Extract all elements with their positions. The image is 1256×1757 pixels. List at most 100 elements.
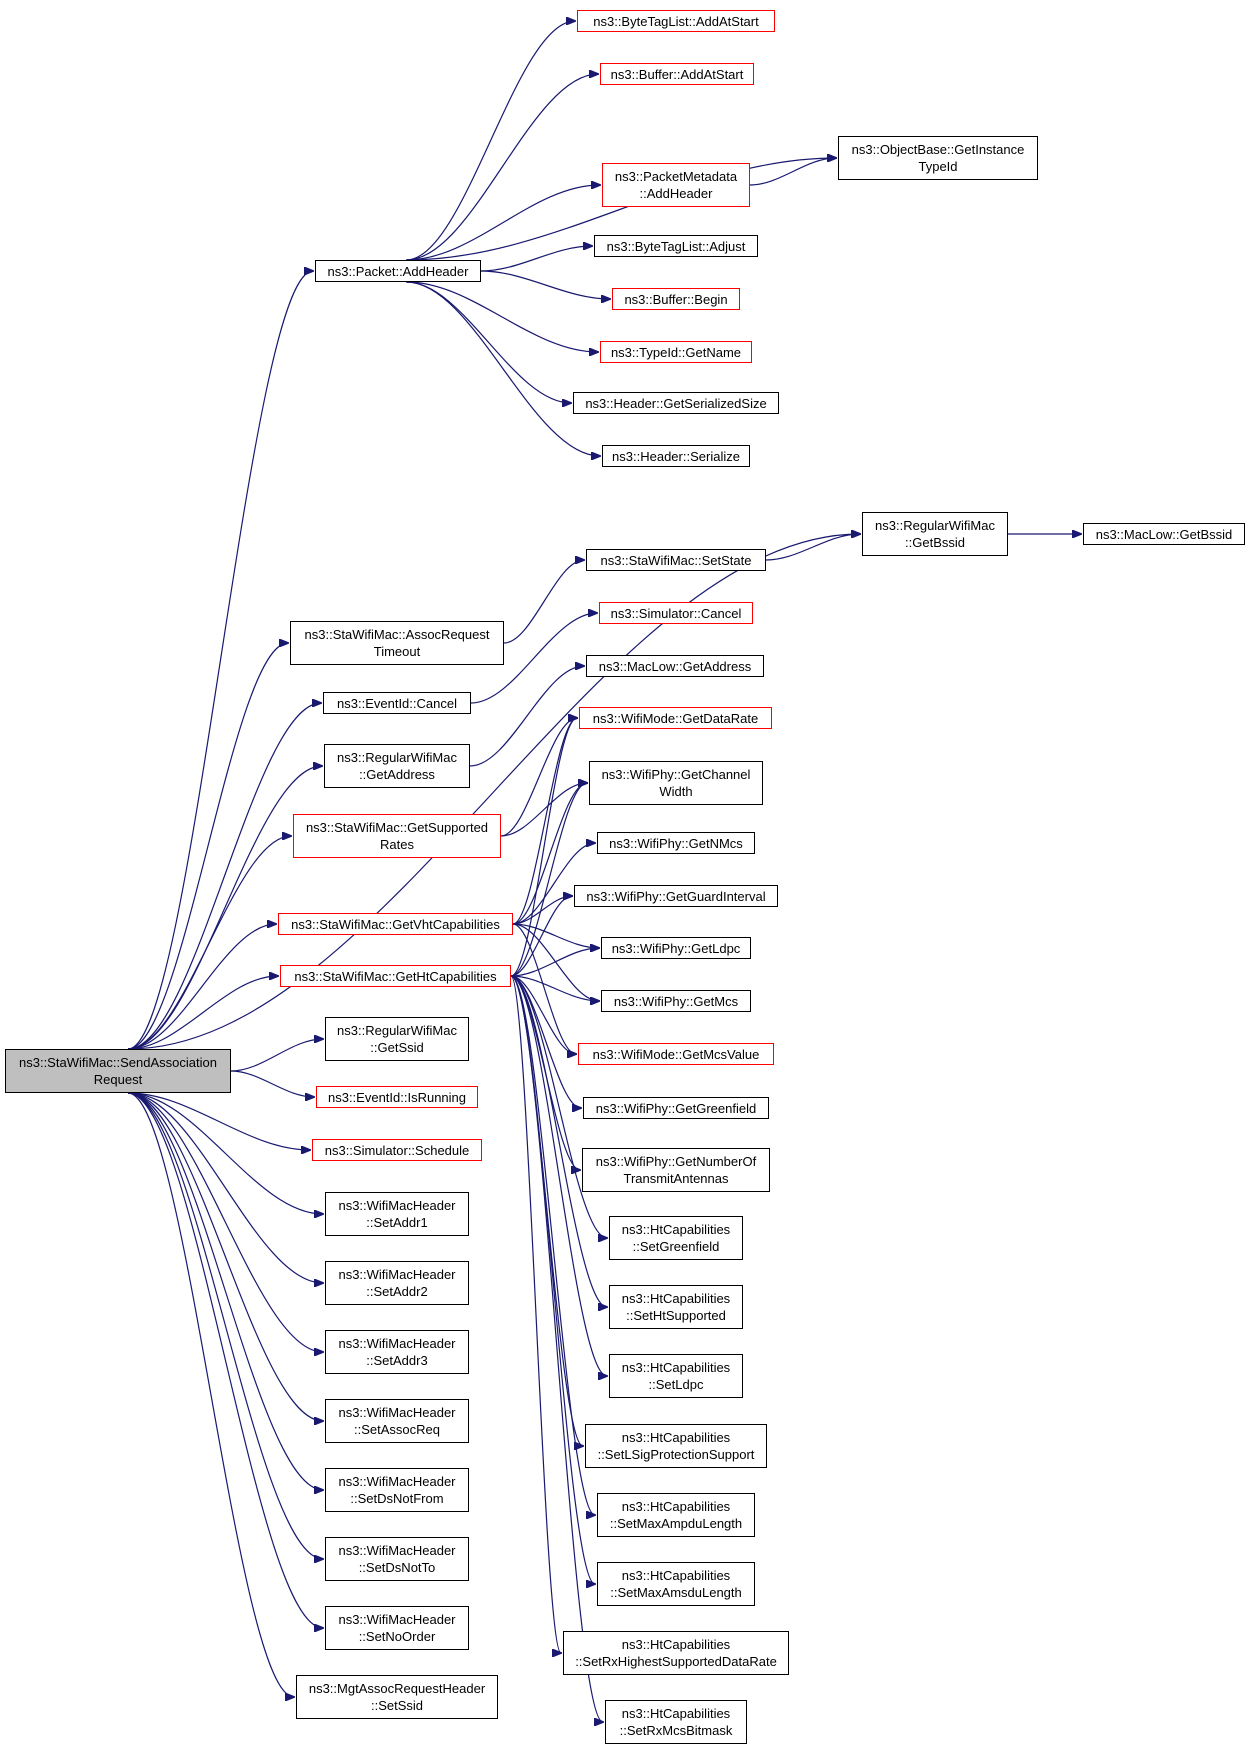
node-label: ns3::StaWifiMac::GetVhtCapabilities — [291, 916, 500, 932]
node-packet-addheader[interactable]: ns3::Packet::AddHeader — [315, 260, 481, 282]
node-wifimacheader-setdsnotto[interactable]: ns3::WifiMacHeader ::SetDsNotTo — [325, 1537, 469, 1581]
edge-n24-to-n22 — [512, 843, 595, 925]
node-label: ns3::StaWifiMac::SetState — [600, 552, 752, 568]
node-label: ns3::HtCapabilities ::SetGreenfield — [621, 1222, 731, 1254]
node-simulator-schedule[interactable]: ns3::Simulator::Schedule — [312, 1139, 482, 1161]
node-simulator-cancel[interactable]: ns3::Simulator::Cancel — [599, 602, 753, 624]
node-wifiphy-getguardinterval[interactable]: ns3::WifiPhy::GetGuardInterval — [574, 885, 778, 907]
node-regularwifimac-getssid[interactable]: ns3::RegularWifiMac ::GetSsid — [325, 1017, 469, 1061]
node-wifiphy-getldpc[interactable]: ns3::WifiPhy::GetLdpc — [601, 937, 751, 959]
node-wifiphy-getnmcs[interactable]: ns3::WifiPhy::GetNMcs — [597, 832, 755, 854]
node-label: ns3::HtCapabilities ::SetMaxAmsduLength — [610, 1568, 742, 1600]
node-eventid-cancel[interactable]: ns3::EventId::Cancel — [323, 692, 471, 714]
edge-root-to-n32 — [127, 1092, 310, 1150]
node-bytetaglist-adjust[interactable]: ns3::ByteTagList::Adjust — [594, 235, 758, 257]
node-label: ns3::Simulator::Cancel — [610, 605, 742, 621]
node-wifimacheader-setaddr3[interactable]: ns3::WifiMacHeader ::SetAddr3 — [325, 1330, 469, 1374]
node-header-serialize[interactable]: ns3::Header::Serialize — [602, 445, 750, 467]
edge-n26-to-n25 — [510, 948, 599, 977]
node-stawifimac-getsupportedrates[interactable]: ns3::StaWifiMac::GetSupported Rates — [293, 814, 501, 858]
node-label: ns3::StaWifiMac::GetSupported Rates — [305, 820, 489, 852]
node-label: ns3::WifiMacHeader ::SetNoOrder — [338, 1612, 456, 1644]
node-stawifimac-gethtcapabilities[interactable]: ns3::StaWifiMac::GetHtCapabilities — [280, 965, 511, 987]
node-wifimacheader-setassocreq[interactable]: ns3::WifiMacHeader ::SetAssocReq — [325, 1399, 469, 1443]
node-wifimode-getdatarate[interactable]: ns3::WifiMode::GetDataRate — [579, 707, 772, 729]
node-buffer-begin[interactable]: ns3::Buffer::Begin — [612, 288, 740, 310]
node-label: ns3::EventId::IsRunning — [327, 1089, 467, 1105]
node-htcapabilities-setmaxampdulength[interactable]: ns3::HtCapabilities ::SetMaxAmpduLength — [597, 1493, 755, 1537]
edge-root-to-n16 — [127, 703, 321, 1050]
node-htcapabilities-setrxhighestsupporteddatarate[interactable]: ns3::HtCapabilities ::SetRxHighestSuppor… — [563, 1631, 789, 1675]
node-label: ns3::MacLow::GetAddress — [598, 658, 752, 674]
edge-n26-to-n43 — [510, 975, 595, 1515]
edge-n26-to-n35 — [510, 975, 607, 1238]
node-bytetaglist-addatstart[interactable]: ns3::ByteTagList::AddAtStart — [577, 10, 775, 32]
edge-n18-to-n17 — [469, 666, 584, 767]
edge-n1-to-n6 — [480, 246, 592, 272]
edge-n24-to-n28 — [512, 923, 576, 1054]
edge-root-to-n24 — [127, 924, 276, 1050]
node-htcapabilities-setldpc[interactable]: ns3::HtCapabilities ::SetLdpc — [609, 1354, 743, 1398]
node-wifimacheader-setdsnotfrom[interactable]: ns3::WifiMacHeader ::SetDsNotFrom — [325, 1468, 469, 1512]
node-htcapabilities-setmaxamsdulength[interactable]: ns3::HtCapabilities ::SetMaxAmsduLength — [597, 1562, 755, 1606]
node-label: ns3::HtCapabilities ::SetLdpc — [621, 1360, 731, 1392]
node-regularwifimac-getbssid[interactable]: ns3::RegularWifiMac ::GetBssid — [862, 512, 1008, 556]
node-wifimacheader-setaddr1[interactable]: ns3::WifiMacHeader ::SetAddr1 — [325, 1192, 469, 1236]
node-label: ns3::ByteTagList::Adjust — [606, 238, 746, 254]
edge-root-to-n18 — [127, 766, 322, 1050]
node-label: ns3::WifiMacHeader ::SetAddr1 — [338, 1198, 456, 1230]
node-header-getserializedsize[interactable]: ns3::Header::GetSerializedSize — [573, 392, 779, 414]
node-stawifimac-getvhtcapabilities[interactable]: ns3::StaWifiMac::GetVhtCapabilities — [278, 913, 513, 935]
node-wifiphy-getnumberoftransmitantennas[interactable]: ns3::WifiPhy::GetNumberOf TransmitAntenn… — [582, 1148, 770, 1192]
node-wifimode-getmcsvalue[interactable]: ns3::WifiMode::GetMcsValue — [578, 1043, 774, 1065]
node-label: ns3::HtCapabilities ::SetLSigProtectionS… — [597, 1430, 755, 1462]
node-htcapabilities-setlsigprotectionsupport[interactable]: ns3::HtCapabilities ::SetLSigProtectionS… — [585, 1424, 767, 1468]
edge-n26-to-n39 — [510, 975, 607, 1376]
edge-root-to-n29 — [230, 1039, 323, 1072]
node-label: ns3::TypeId::GetName — [610, 344, 742, 360]
node-label: ns3::RegularWifiMac ::GetAddress — [337, 750, 457, 782]
node-label: ns3::WifiPhy::GetNMcs — [609, 835, 743, 851]
node-wifiphy-getmcs[interactable]: ns3::WifiPhy::GetMcs — [601, 990, 751, 1012]
node-wifiphy-getgreenfield[interactable]: ns3::WifiPhy::GetGreenfield — [583, 1097, 769, 1119]
node-eventid-isrunning[interactable]: ns3::EventId::IsRunning — [316, 1086, 478, 1108]
node-label: ns3::ByteTagList::AddAtStart — [593, 13, 759, 29]
node-buffer-addatstart[interactable]: ns3::Buffer::AddAtStart — [600, 63, 754, 85]
edge-root-to-n1 — [127, 271, 313, 1050]
node-mgtassocrequestheader-setssid[interactable]: ns3::MgtAssocRequestHeader ::SetSsid — [296, 1675, 498, 1719]
node-label: ns3::WifiMacHeader ::SetDsNotFrom — [338, 1474, 456, 1506]
node-label: ns3::HtCapabilities ::SetRxMcsBitmask — [619, 1706, 733, 1738]
node-label: ns3::WifiPhy::GetNumberOf TransmitAntenn… — [595, 1154, 757, 1186]
node-stawifimac-assocrequesttimeout[interactable]: ns3::StaWifiMac::AssocRequest Timeout — [290, 621, 504, 665]
edge-n1-to-n5 — [406, 185, 600, 261]
node-label: ns3::Header::Serialize — [612, 448, 740, 464]
node-label: ns3::Simulator::Schedule — [324, 1142, 470, 1158]
node-typeid-getname[interactable]: ns3::TypeId::GetName — [600, 341, 752, 363]
edge-n1-to-n7 — [480, 270, 610, 299]
node-label: ns3::StaWifiMac::SendAssociation Request — [19, 1055, 217, 1087]
node-objectbase-getinstancetypeid[interactable]: ns3::ObjectBase::GetInstance TypeId — [838, 136, 1038, 180]
edge-n24-to-n19 — [512, 718, 577, 925]
edge-n26-to-n19 — [510, 718, 577, 977]
node-wifiphy-getchannelwidth[interactable]: ns3::WifiPhy::GetChannel Width — [589, 761, 763, 805]
node-label: ns3::PacketMetadata ::AddHeader — [614, 169, 738, 201]
edge-root-to-n26 — [127, 976, 278, 1050]
node-stawifimac-setstate[interactable]: ns3::StaWifiMac::SetState — [586, 549, 766, 571]
node-packetmetadata-addheader[interactable]: ns3::PacketMetadata ::AddHeader — [602, 163, 750, 207]
node-maclow-getaddress[interactable]: ns3::MacLow::GetAddress — [586, 655, 764, 677]
node-label: ns3::WifiMacHeader ::SetDsNotTo — [338, 1543, 456, 1575]
edge-n26-to-n23 — [510, 896, 572, 977]
edge-n26-to-n21 — [510, 783, 587, 977]
edge-root-to-n14 — [127, 643, 288, 1050]
node-htcapabilities-setgreenfield[interactable]: ns3::HtCapabilities ::SetGreenfield — [609, 1216, 743, 1260]
node-label: ns3::Header::GetSerializedSize — [585, 395, 767, 411]
node-htcapabilities-setrxmcsbitmask[interactable]: ns3::HtCapabilities ::SetRxMcsBitmask — [605, 1700, 747, 1744]
edge-n26-to-n27 — [510, 975, 599, 1001]
node-regularwifimac-getaddress[interactable]: ns3::RegularWifiMac ::GetAddress — [324, 744, 470, 788]
node-maclow-getbssid[interactable]: ns3::MacLow::GetBssid — [1083, 523, 1245, 545]
node-wifimacheader-setaddr2[interactable]: ns3::WifiMacHeader ::SetAddr2 — [325, 1261, 469, 1305]
node-wifimacheader-setnoorder[interactable]: ns3::WifiMacHeader ::SetNoOrder — [325, 1606, 469, 1650]
edge-root-to-n30 — [230, 1070, 314, 1097]
node-htcapabilities-sethtsupported[interactable]: ns3::HtCapabilities ::SetHtSupported — [609, 1285, 743, 1329]
node-label: ns3::HtCapabilities ::SetMaxAmpduLength — [609, 1499, 743, 1531]
